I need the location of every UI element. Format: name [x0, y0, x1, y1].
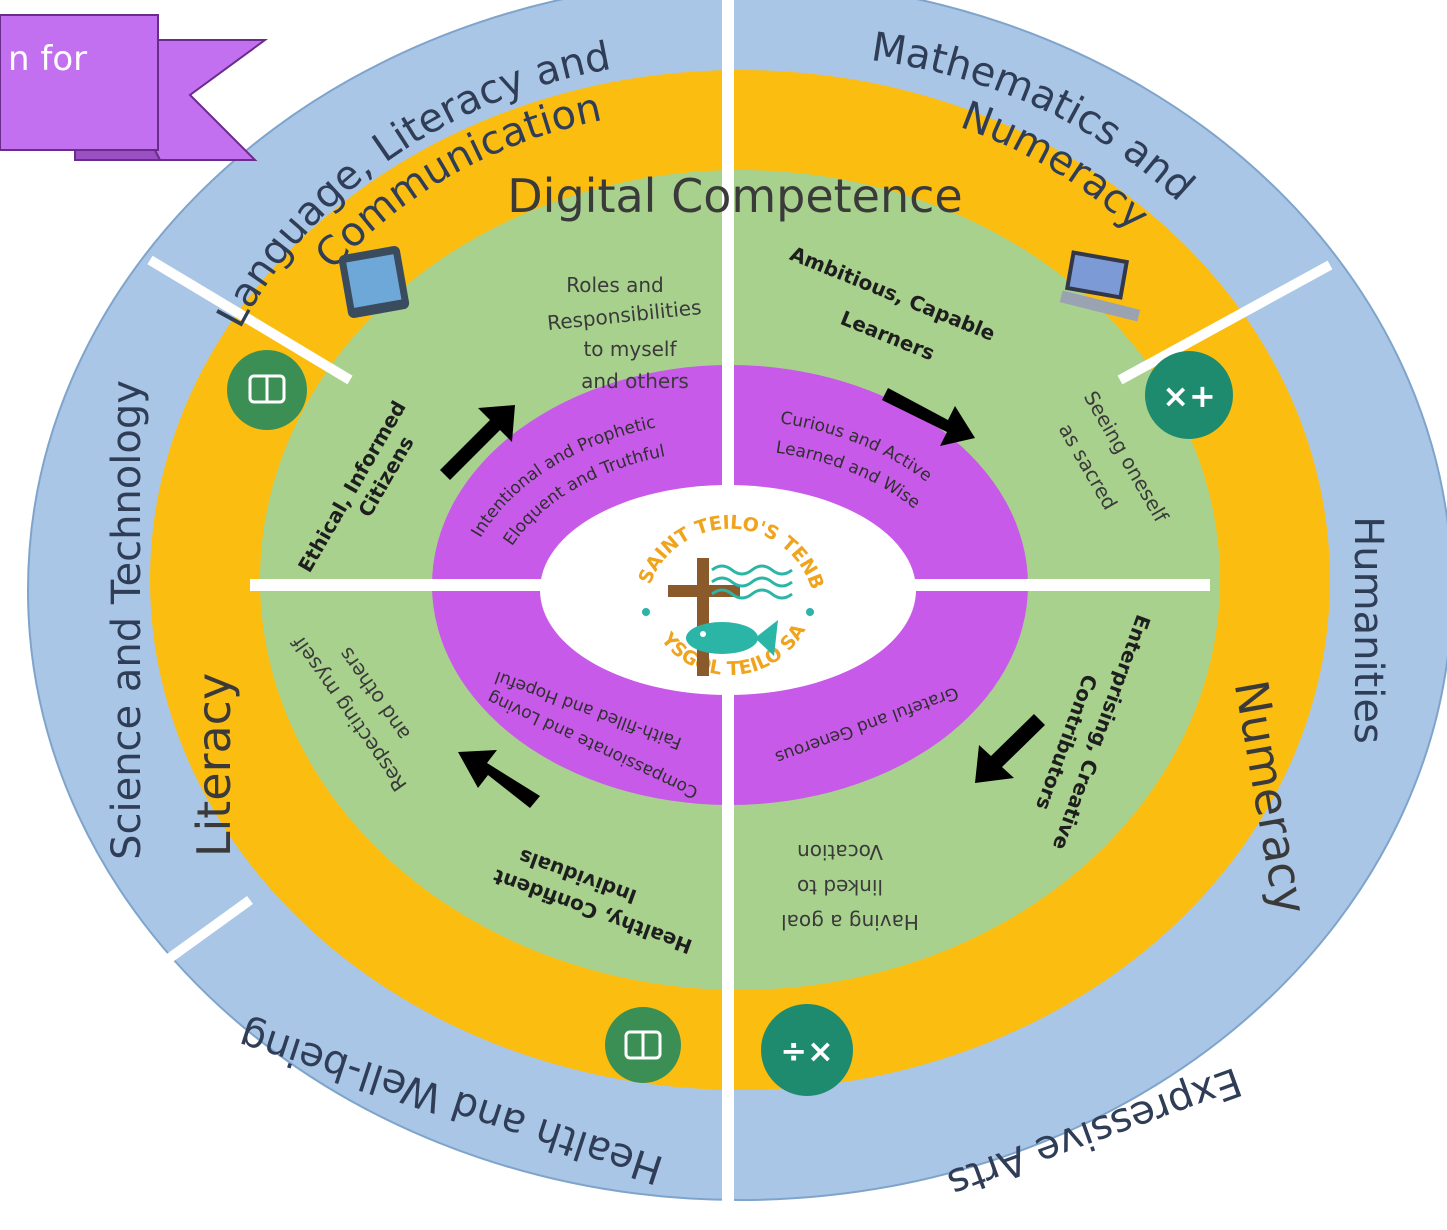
ribbon-banner: n for	[0, 14, 269, 161]
svg-text:÷×: ÷×	[780, 1032, 834, 1070]
arrow-top-right	[882, 388, 975, 446]
math-icon-right: ×+	[1145, 351, 1233, 439]
tablet-icon	[338, 246, 410, 318]
divider-diag-tr	[1117, 260, 1333, 385]
purpose-tl-sub3: to myself	[583, 337, 677, 361]
arrow-top-left	[440, 405, 515, 480]
area-science-tech: Science and Technology	[104, 380, 150, 860]
purpose-br-sub1: Having a goal	[781, 910, 919, 934]
math-icon-bottom: ÷×	[761, 1004, 853, 1096]
arrow-bottom-left	[458, 750, 540, 808]
logo-dot-right	[806, 608, 814, 616]
purpose-tl-sub1: Roles and	[566, 273, 664, 297]
purpose-br-sub3: Vocation	[797, 840, 883, 864]
purpose-tl-sub4: and others	[581, 369, 689, 393]
cross-icon	[697, 558, 709, 676]
waves-icon	[711, 564, 793, 600]
book-icon-bottom	[605, 1007, 681, 1083]
literacy-label: Literacy	[187, 673, 241, 857]
book-icon-top	[227, 350, 307, 430]
area-humanities: Humanities	[1345, 516, 1391, 744]
digital-competence-label: Digital Competence	[507, 169, 962, 223]
svg-text:×+: ×+	[1162, 377, 1216, 415]
divider-diag-bl	[157, 895, 253, 970]
logo-dot-left	[642, 608, 650, 616]
laptop-icon	[1059, 250, 1141, 322]
arrow-bottom-right	[975, 714, 1045, 783]
purpose-br-sub2: linked to	[797, 875, 883, 899]
fish-icon	[686, 620, 778, 656]
divider-diag-tl	[147, 255, 353, 385]
ribbon-text: n for	[8, 39, 87, 79]
